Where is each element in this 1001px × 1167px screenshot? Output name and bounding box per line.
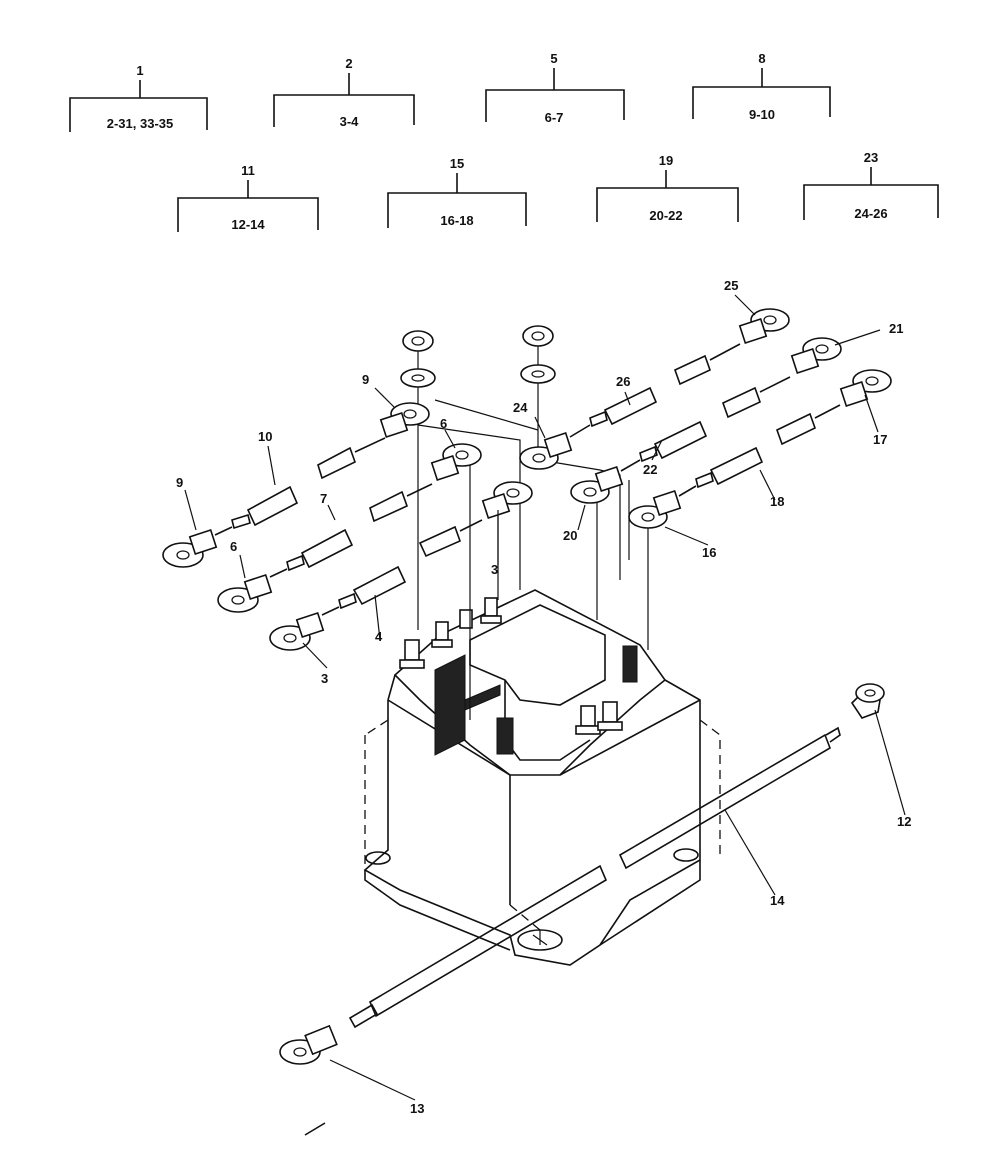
group-bracket-23: 23 24-26	[803, 150, 939, 221]
nut-washer-left	[400, 330, 436, 388]
wire-assembly-24-26	[519, 308, 790, 470]
callout-4: 4	[375, 629, 383, 644]
callout-13: 13	[410, 1101, 424, 1116]
wire-assembly-3-4	[269, 481, 533, 651]
group-range: 9-10	[749, 107, 775, 122]
group-range: 6-7	[545, 110, 564, 125]
callout-9-top: 9	[362, 372, 369, 387]
stud-threaded-1	[496, 717, 514, 755]
callout-26: 26	[616, 374, 630, 389]
group-bracket-11: 11 12-14	[177, 163, 319, 232]
group-bracket-5: 5 6-7	[485, 51, 625, 125]
callout-14: 14	[770, 893, 785, 908]
group-range: 12-14	[231, 217, 265, 232]
callout-25: 25	[724, 278, 738, 293]
group-range: 24-26	[854, 206, 887, 221]
stud-left-back	[431, 621, 453, 648]
stud-mid-back	[480, 597, 502, 624]
callout-22: 22	[643, 462, 657, 477]
stud-right-1	[575, 705, 601, 735]
stud-right-2	[597, 701, 623, 731]
callout-18: 18	[770, 494, 784, 509]
callout-7: 7	[320, 491, 327, 506]
group-number: 5	[550, 51, 557, 66]
callout-3-bottom: 3	[321, 671, 328, 686]
wire-assembly-6-7	[217, 443, 482, 613]
callout-labels: 25 21 26 9 6 24 17 10 22 9 7 18 3 20 16 …	[176, 278, 911, 1116]
group-range: 20-22	[649, 208, 682, 223]
group-number: 11	[241, 163, 255, 178]
group-number: 23	[864, 150, 878, 165]
terminal-studs	[399, 597, 638, 755]
stud-left-front	[399, 639, 425, 669]
callout-17: 17	[873, 432, 887, 447]
group-number: 15	[450, 156, 464, 171]
group-bracket-15: 15 16-18	[387, 156, 527, 228]
group-bracket-1: 1 2-31, 33-35	[69, 63, 208, 132]
wire-assembly-16-18	[628, 369, 892, 529]
group-bracket-8: 8 9-10	[692, 51, 831, 122]
callout-6-top: 6	[440, 416, 447, 431]
wire-assembly-20-22	[570, 337, 842, 504]
callout-12: 12	[897, 814, 911, 829]
group-bracket-19: 19 20-22	[596, 153, 739, 223]
callout-21: 21	[889, 321, 903, 336]
wire-assembly-9-10	[162, 402, 430, 568]
nut-washer-right	[520, 325, 556, 384]
group-number: 19	[659, 153, 673, 168]
callout-24: 24	[513, 400, 528, 415]
group-range: 2-31, 33-35	[107, 116, 174, 131]
wire-assembly-12-14	[279, 683, 885, 1136]
group-range: 16-18	[440, 213, 473, 228]
group-number: 8	[758, 51, 765, 66]
group-bracket-2: 2 3-4	[273, 56, 415, 129]
callout-6-left: 6	[230, 539, 237, 554]
stud-threaded-2	[622, 645, 638, 683]
callout-3-mid: 3	[491, 562, 498, 577]
callout-10: 10	[258, 429, 272, 444]
callout-20: 20	[563, 528, 577, 543]
relay-body	[363, 589, 721, 966]
group-number: 1	[136, 63, 143, 78]
callout-leaders	[184, 294, 906, 1101]
stud-mid	[459, 609, 473, 629]
callout-9-left: 9	[176, 475, 183, 490]
group-range: 3-4	[340, 114, 360, 129]
callout-16: 16	[702, 545, 716, 560]
group-number: 2	[345, 56, 352, 71]
